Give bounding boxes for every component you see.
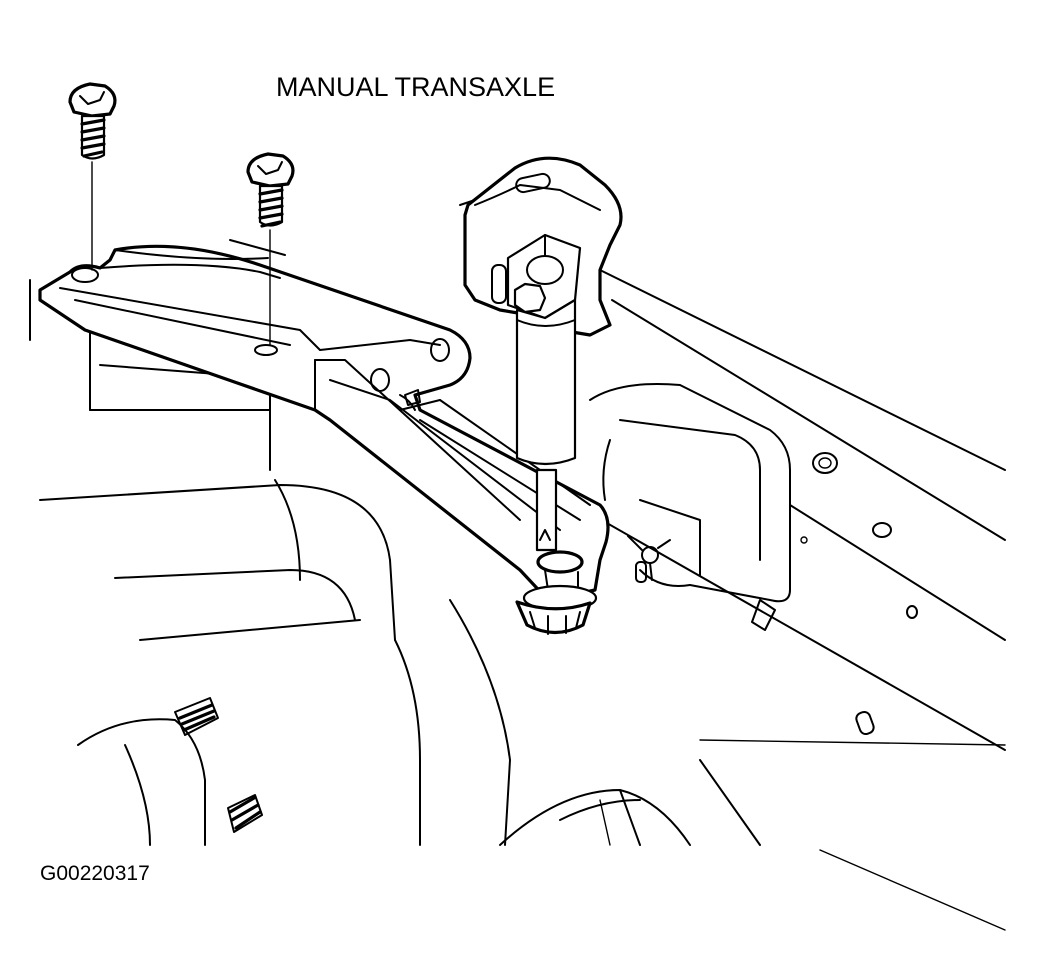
edge-detail	[459, 199, 476, 206]
transaxle-mount	[463, 156, 623, 635]
figure-id: G00220317	[40, 862, 150, 885]
bolt-icon	[68, 82, 117, 271]
bolt-icon	[246, 152, 295, 346]
threaded-stud-icon	[174, 697, 219, 736]
wing-nut-icon	[627, 535, 671, 581]
mount-bracket	[38, 244, 610, 602]
mount-nut-icon	[515, 600, 592, 635]
threaded-stud-icon	[227, 794, 263, 833]
transaxle-case	[589, 383, 791, 631]
diagram-title: MANUAL TRANSAXLE	[276, 72, 555, 102]
